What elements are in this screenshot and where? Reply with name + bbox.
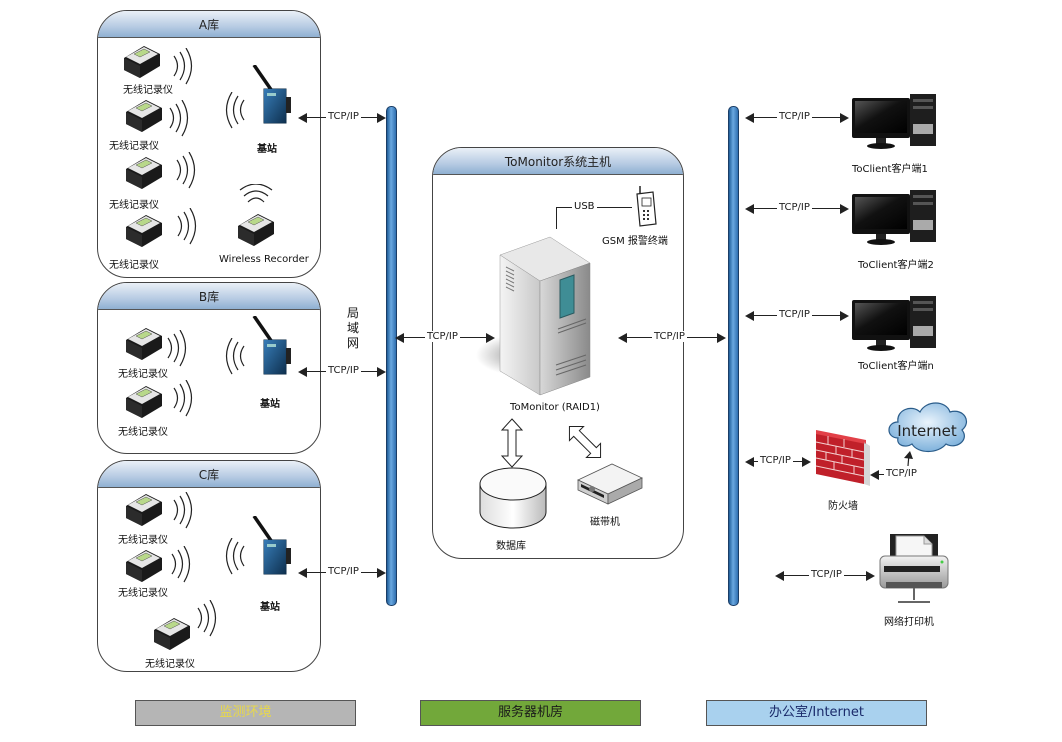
connector-zone-a: TCP/IP [298,111,386,124]
server-tower-icon [476,236,591,396]
usb-cable [556,207,557,229]
connector-zone-c: TCP/IP [298,566,386,579]
lan-label-char: 域 [347,321,360,335]
zone-a-device-label-2: 无线记录仪 [109,141,159,152]
client-label-1: ToClient客户端1 [852,164,928,175]
zone-c-device-label-3: 无线记录仪 [145,659,195,670]
wireless-signal-icon [173,380,193,417]
wireless-recorder-label: Wireless Recorder [219,254,309,265]
wireless-logger-icon [125,214,163,248]
client-computer-icon [852,296,936,351]
client-computer-icon [852,190,936,245]
firewall-label: 防火墙 [828,501,858,512]
firewall-icon [815,430,870,486]
usb-label: USB [572,201,597,212]
wireless-logger-icon [125,156,163,190]
connector-printer: TCP/IP [775,569,875,582]
gsm-phone-icon [636,186,657,227]
wireless-logger-icon [125,385,163,419]
wireless-signal-icon [225,92,245,129]
zone-a-base-station-label: 基站 [257,144,277,155]
wireless-signal-icon [173,492,193,529]
protocol-label: TCP/IP [425,331,460,342]
wireless-signal-icon [176,152,196,189]
lan-bus [386,106,397,606]
server-title: ToMonitor系统主机 [433,148,683,175]
protocol-label: TCP/IP [326,566,361,577]
server-host-label: ToMonitor (RAID1) [510,402,600,413]
wireless-logger-icon [125,493,163,527]
wireless-signal-icon [169,100,189,137]
wireless-signal-icon [225,338,245,375]
protocol-label: TCP/IP [777,111,812,122]
lan-label-char: 网 [347,336,360,350]
wireless-logger-icon [123,45,161,79]
database-label: 数据库 [496,541,526,552]
zone-c-title: C库 [98,461,320,488]
protocol-label: TCP/IP [326,111,361,122]
wireless-signal-icon [173,48,193,85]
connector-zone-b: TCP/IP [298,365,386,378]
zone-b-device-label-2: 无线记录仪 [118,427,168,438]
protocol-label: TCP/IP [809,569,844,580]
wireless-signal-icon [167,330,187,367]
connector-internet: TCP/IP [870,468,930,481]
zone-b-title: B库 [98,283,320,310]
printer-label: 网络打印机 [884,617,934,628]
database-icon [479,467,547,529]
wireless-logger-icon [125,327,163,361]
double-arrow-icon [500,418,524,468]
zone-c-device-label-1: 无线记录仪 [118,535,168,546]
zone-a-device-label-1: 无线记录仪 [123,85,173,96]
zone-a-device-label-3: 无线记录仪 [109,200,159,211]
connector-lan-server: TCP/IP [395,331,495,344]
lan-label-char: 局 [347,306,360,320]
network-printer-icon [879,534,949,603]
protocol-label: TCP/IP [326,365,361,376]
zone-b-device-label-1: 无线记录仪 [118,369,168,380]
zone-a-title: A库 [98,11,320,38]
protocol-label: TCP/IP [758,455,793,466]
tape-drive-icon [577,463,643,505]
protocol-label: TCP/IP [777,202,812,213]
wireless-recorder-icon [237,213,275,247]
legend-office-internet: 办公室/Internet [706,700,927,726]
legend-server-room: 服务器机房 [420,700,641,726]
internet-label: Internet [897,422,957,440]
client-label-n: ToClient客户端n [858,361,934,372]
tape-drive-label: 磁带机 [590,517,620,528]
connector-client-1: TCP/IP [745,111,849,124]
wireless-signal-icon [177,208,197,245]
wireless-logger-icon [125,549,163,583]
connector-client-n: TCP/IP [745,309,849,322]
zone-c-device-label-2: 无线记录仪 [118,588,168,599]
arrow-up-icon [904,451,913,467]
protocol-label: TCP/IP [777,309,812,320]
wireless-signal-icon [171,546,191,583]
wireless-logger-icon [125,99,163,133]
wireless-logger-icon [153,617,191,651]
protocol-label: TCP/IP [884,468,919,479]
connector-server-office: TCP/IP [618,331,726,344]
internet-cloud-icon [888,402,967,453]
zone-c-base-station-label: 基站 [260,602,280,613]
double-arrow-icon [568,425,602,459]
legend-monitoring-environment: 监测环境 [135,700,356,726]
client-computer-icon [852,94,936,149]
gsm-label: GSM 报警终端 [602,236,668,247]
connector-firewall: TCP/IP [745,455,811,468]
zone-b-base-station-label: 基站 [260,399,280,410]
wireless-signal-icon [225,538,245,575]
protocol-label: TCP/IP [652,331,687,342]
office-bus [728,106,739,606]
wireless-signal-icon [197,600,217,637]
connector-client-2: TCP/IP [745,202,849,215]
wireless-signal-icon [239,184,273,203]
lan-label: 局 域 网 [347,306,359,351]
zone-a-device-label-4: 无线记录仪 [109,260,159,271]
client-label-2: ToClient客户端2 [858,260,934,271]
